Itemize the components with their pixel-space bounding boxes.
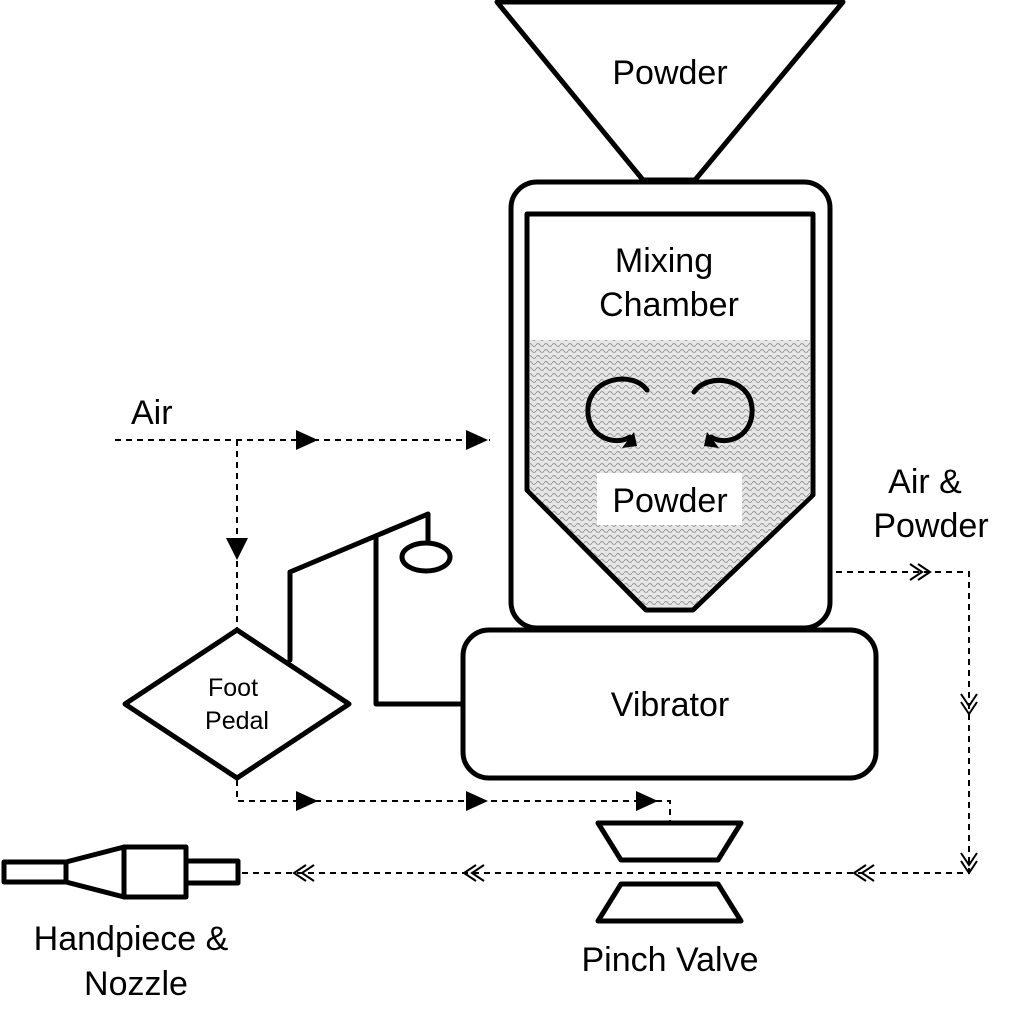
swirl-right-icon bbox=[691, 377, 755, 448]
vibrator: Vibrator bbox=[460, 627, 879, 781]
air-label: Air bbox=[131, 394, 173, 432]
handpiece-label-line1: Handpiece & bbox=[34, 920, 229, 958]
handpiece-label-line2: Nozzle bbox=[84, 965, 188, 1003]
air-arrow-down bbox=[226, 538, 248, 560]
ap-chevron-right bbox=[909, 563, 932, 581]
air-powder-label-line1: Air & bbox=[888, 463, 962, 501]
air-supply-line: Air bbox=[115, 394, 490, 630]
air-arrow-2 bbox=[466, 430, 488, 450]
mixing-chamber: Mixing Chamber Powder bbox=[508, 179, 833, 631]
signal-arrow-1 bbox=[296, 791, 318, 811]
foot-pedal-label-line1: Foot bbox=[208, 674, 258, 702]
foot-pedal-label-line2: Pedal bbox=[205, 707, 269, 735]
pedal-signal-line bbox=[236, 780, 671, 822]
signal-arrow-3 bbox=[636, 791, 658, 811]
ap-chevron-left-3 bbox=[292, 864, 315, 882]
ap-chevron-left-2 bbox=[462, 864, 485, 882]
pinch-valve-label: Pinch Valve bbox=[581, 941, 758, 979]
ap-chevron-left-1 bbox=[852, 864, 875, 882]
air-powder-label-line2: Powder bbox=[873, 507, 988, 545]
ap-chevron-down-2 bbox=[960, 852, 978, 875]
pedal-linkage bbox=[287, 511, 466, 707]
air-arrow-1 bbox=[296, 430, 318, 450]
mixing-chamber-label-line1: Mixing bbox=[615, 242, 713, 280]
mixing-chamber-label-line2: Chamber bbox=[599, 286, 739, 324]
powder-hopper: Powder bbox=[494, 0, 846, 183]
swirl-left-icon bbox=[585, 376, 650, 448]
powder-chamber-label: Powder bbox=[612, 482, 727, 520]
powder-hopper-label: Powder bbox=[612, 54, 727, 92]
vibrator-label: Vibrator bbox=[611, 686, 729, 724]
foot-pedal: Foot Pedal bbox=[122, 627, 352, 781]
ap-chevron-down-1 bbox=[960, 693, 978, 716]
signal-arrow-2 bbox=[466, 791, 488, 811]
handpiece-nozzle: Handpiece & Nozzle bbox=[1, 844, 241, 1003]
air-powder-line: Air & Powder bbox=[240, 463, 989, 882]
pinch-valve: Pinch Valve bbox=[581, 820, 759, 979]
